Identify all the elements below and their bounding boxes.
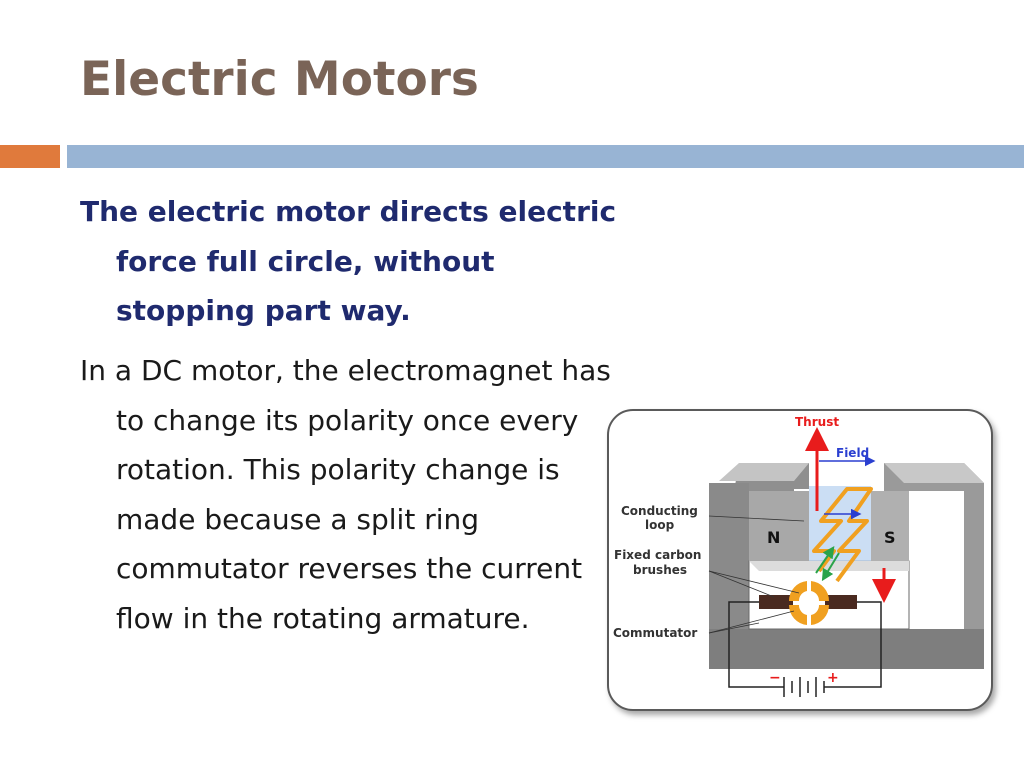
current-arrow-down <box>821 552 840 582</box>
south-pole <box>871 491 909 561</box>
battery-symbol <box>769 677 831 697</box>
conducting-loop <box>812 487 873 583</box>
motor-diagram-svg: Thrust Field Conducting loop Fixed carbo… <box>613 415 984 697</box>
accent-bar-orange <box>0 145 60 168</box>
accent-bar-blue <box>67 145 1024 168</box>
circuit-wire-left <box>728 601 769 688</box>
label-leader-lines <box>708 515 805 634</box>
brushes-label-line2: brushes <box>633 563 687 577</box>
conducting-loop-label-line2: loop <box>645 518 675 532</box>
field-label: Field <box>836 446 869 460</box>
north-pole <box>749 491 809 561</box>
battery-plus-label: + <box>827 670 839 686</box>
thrust-label: Thrust <box>795 415 839 429</box>
carbon-brush-right <box>825 595 857 609</box>
south-pole-label: S <box>884 528 896 547</box>
paragraph-electric-motor: The electric motor directs electric forc… <box>80 195 617 327</box>
dc-motor-diagram: Thrust Field Conducting loop Fixed carbo… <box>607 409 993 711</box>
slide-title: Electric Motors <box>80 52 479 107</box>
conducting-loop-label-line1: Conducting <box>621 504 698 518</box>
current-arrow-up <box>815 546 835 574</box>
paragraph-dc-motor: In a DC motor, the electromagnet has to … <box>80 354 611 635</box>
brushes-label-line1: Fixed carbon <box>614 548 701 562</box>
battery-minus-label: − <box>769 670 781 686</box>
split-ring-commutator <box>788 581 830 625</box>
commutator-label: Commutator <box>613 626 697 640</box>
carbon-brush-left <box>759 595 793 609</box>
circuit-wire-right <box>831 601 882 688</box>
north-pole-label: N <box>767 528 780 547</box>
